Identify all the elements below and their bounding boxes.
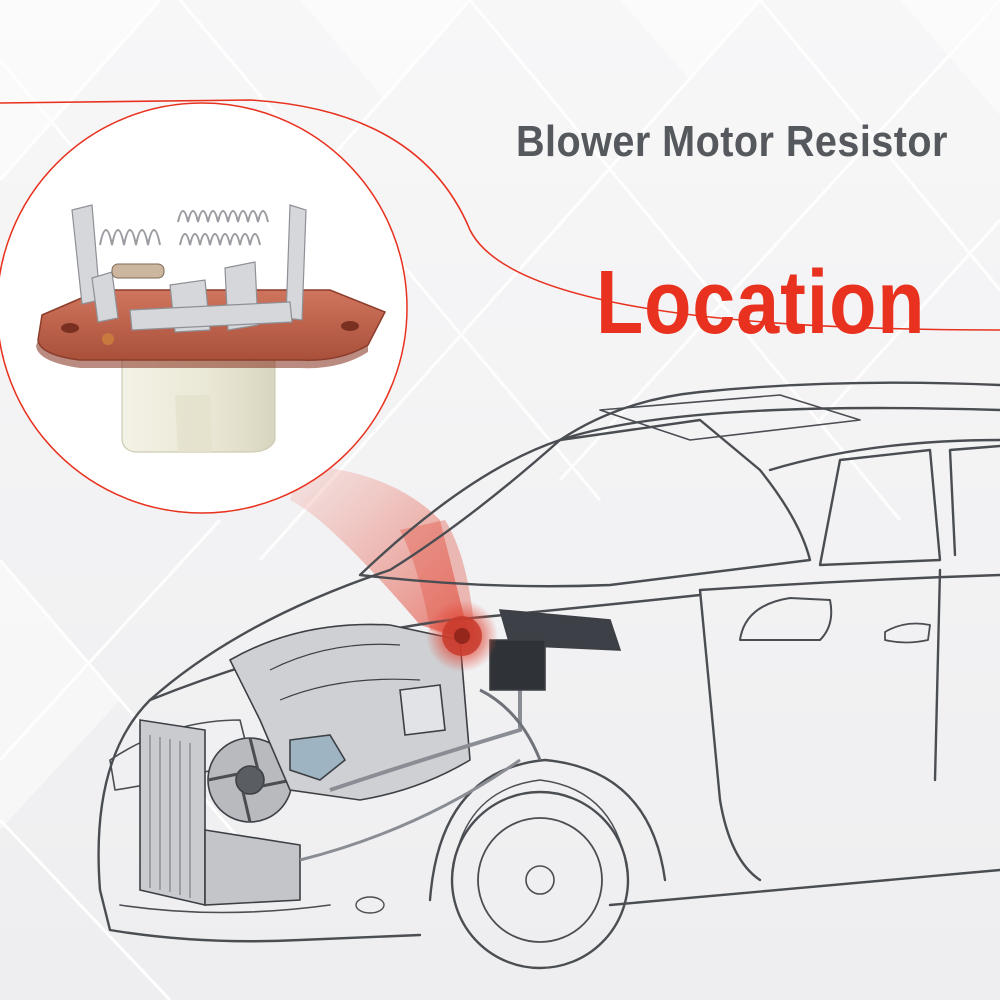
- engine-bay: [139, 609, 622, 907]
- car-cutaway: [97, 381, 1000, 970]
- location-heading: Location: [596, 253, 926, 353]
- highlight-beam: [290, 465, 470, 640]
- product-callout-circle: [0, 102, 408, 514]
- accent-guide-line: [0, 99, 1000, 331]
- product-name-heading: Blower Motor Resistor: [516, 117, 948, 166]
